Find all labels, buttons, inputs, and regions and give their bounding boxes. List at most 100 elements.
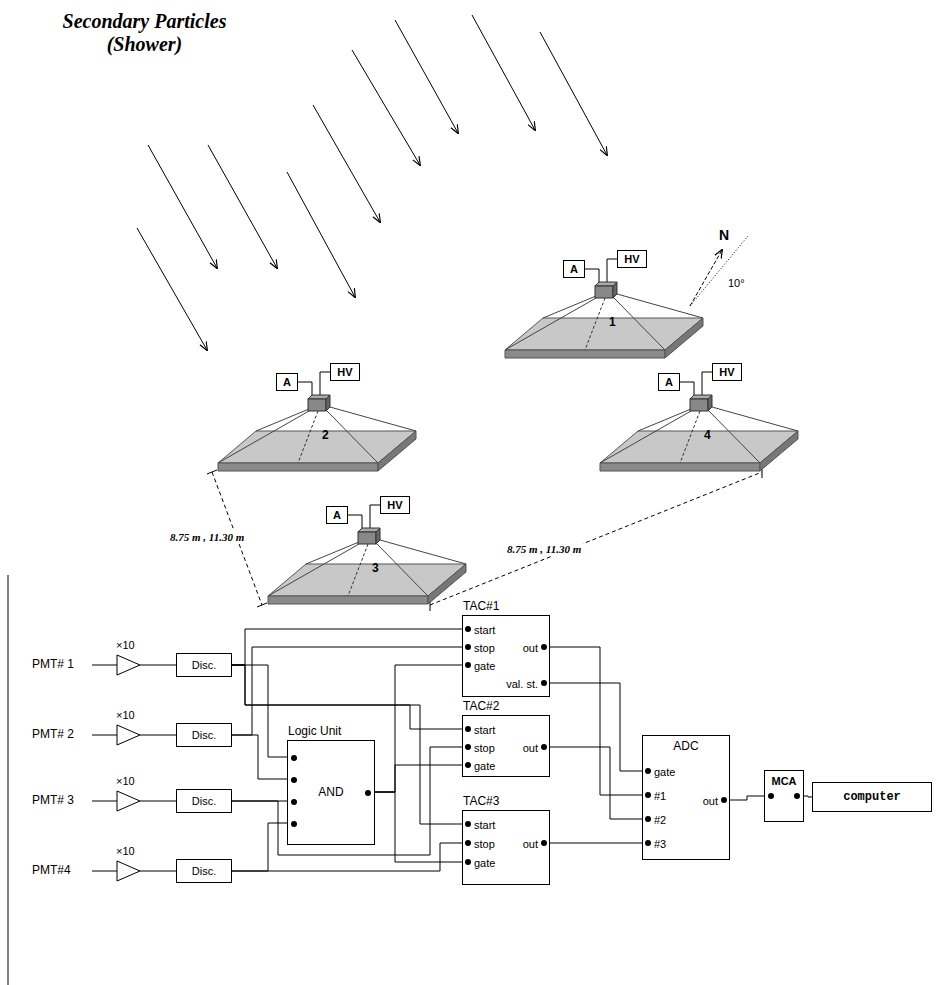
tac-module: TAC#2startstopgateout: [462, 715, 550, 777]
box-label: HV: [624, 252, 639, 266]
terminal-dot: [465, 662, 471, 668]
signal-cable: [585, 269, 599, 282]
terminal-dot: [465, 859, 471, 865]
high-voltage-box: HV: [712, 363, 742, 381]
terminal-dot: [291, 821, 297, 827]
terminal-dot: [291, 755, 297, 761]
input-terminal: gate: [463, 854, 495, 870]
signal-cable: [375, 792, 463, 862]
terminal-dot: [645, 792, 651, 798]
signal-cable: [549, 747, 643, 819]
terminal-dot: [465, 744, 471, 750]
box-label: Disc.: [192, 728, 216, 742]
terminal-dot: [541, 680, 547, 686]
signal-name: PMT# 2: [32, 727, 74, 741]
detector-outline: [505, 282, 705, 360]
terminal-dot: [721, 797, 727, 803]
detector-outline: [268, 528, 468, 606]
box-label: Disc.: [192, 864, 216, 878]
adc-module: ADCgate#1#2#3out: [642, 735, 730, 860]
module-name: TAC#2: [463, 699, 499, 713]
module-name: ADC: [643, 739, 729, 753]
terminal-dot: [541, 744, 547, 750]
box-label: HV: [337, 365, 352, 379]
pin-name: start: [474, 724, 495, 736]
gain-label: ×10: [116, 638, 135, 652]
terminal-dot: [465, 644, 471, 650]
title: Secondary Particles (Shower): [42, 10, 247, 56]
terminal-dot: [465, 821, 471, 827]
terminal-dot: [645, 816, 651, 822]
input-terminal: gate: [463, 757, 495, 773]
signal-cable: [549, 647, 643, 795]
box-label: Disc.: [192, 794, 216, 808]
box-label: A: [283, 375, 291, 389]
output-terminal: val. st.: [506, 675, 549, 691]
pin-name: out: [523, 838, 538, 850]
input-terminal: start: [463, 721, 495, 737]
discriminator-box: Disc.: [176, 859, 232, 883]
pin-name: gate: [474, 857, 495, 869]
terminal-dot: [645, 768, 651, 774]
discriminator-box: Disc.: [176, 653, 232, 677]
input-terminal: stop: [463, 639, 495, 655]
signal-cable: [680, 382, 694, 395]
logic-unit: Logic UnitAND: [287, 740, 375, 845]
pin-name: out: [523, 642, 538, 654]
frame-line: [8, 575, 9, 985]
detector-number: 1: [609, 315, 616, 329]
terminal-dot: [465, 726, 471, 732]
terminal-dot: [465, 626, 471, 632]
signal-wires: [92, 665, 176, 871]
pin-name: stop: [474, 642, 495, 654]
pin-name: start: [474, 819, 495, 831]
signal-cable: [375, 665, 463, 792]
pin-name: stop: [474, 838, 495, 850]
input-terminal: gate: [463, 657, 495, 673]
signal-name: PMT# 1: [32, 657, 74, 671]
terminal-dot: [768, 793, 774, 799]
gain-label: ×10: [116, 844, 135, 858]
terminal-dot: [465, 840, 471, 846]
box-label: A: [570, 262, 578, 276]
pin-name: #3: [654, 838, 666, 850]
pin-name: #1: [654, 790, 666, 802]
signal-cable: [320, 372, 330, 395]
computer-box: computer: [812, 782, 932, 812]
gain-label: ×10: [116, 774, 135, 788]
dimension-lines: [212, 472, 762, 605]
signal-cable: [804, 796, 812, 797]
box-label: computer: [843, 790, 901, 804]
module-name: TAC#1: [463, 599, 499, 613]
signal-cable: [702, 372, 712, 395]
signal-cable: [607, 259, 617, 282]
tac-module: TAC#1startstopgateoutval. st.: [462, 615, 550, 697]
high-voltage-box: HV: [617, 250, 647, 268]
dimension-ticks: [207, 466, 762, 611]
input-terminal: start: [463, 816, 495, 832]
box-label: Disc.: [192, 658, 216, 672]
output-terminal: out: [523, 739, 549, 755]
signal-cable: [370, 505, 380, 528]
terminal-dot: [365, 790, 371, 796]
output-terminal: out: [703, 792, 729, 808]
terminal-dot: [645, 840, 651, 846]
signal-name: PMT# 3: [32, 793, 74, 807]
signal-cable: [232, 735, 287, 779]
high-voltage-box: HV: [380, 496, 410, 514]
discriminator-box: Disc.: [176, 789, 232, 813]
scintillation-detector: 2: [218, 395, 418, 473]
signal-name: PMT#4: [32, 863, 71, 877]
detector-outline: [600, 395, 800, 473]
dimension-label: 8.75 m , 11.30 m: [168, 530, 246, 544]
output-terminal: out: [523, 639, 549, 655]
pin-name: val. st.: [506, 678, 538, 690]
box-label: AND: [288, 785, 374, 799]
signal-cable: [348, 515, 362, 528]
terminal-dot: [794, 793, 800, 799]
pin-name: out: [703, 795, 718, 807]
reference-line: [690, 236, 748, 306]
north-arrow: [690, 250, 722, 306]
preamp-box: A: [658, 373, 680, 391]
signal-cable: [232, 665, 463, 729]
